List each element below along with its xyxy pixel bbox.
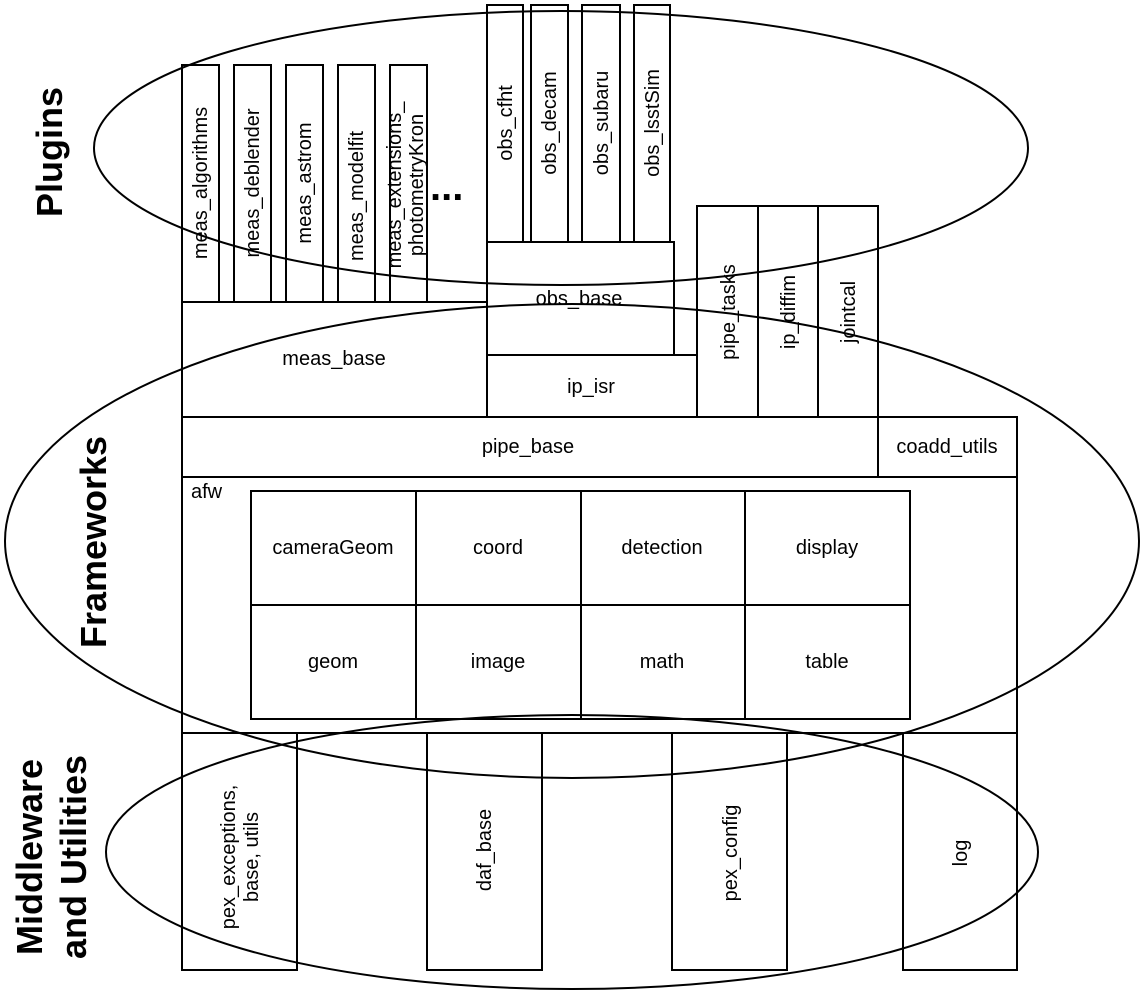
coadd-utils-label: coadd_utils: [896, 436, 997, 458]
obs-subaru-label: obs_subaru: [591, 71, 613, 176]
middleware-packages: pex_exceptions, base, utils daf_base pex…: [181, 732, 1018, 971]
meas-base-box: [181, 301, 488, 418]
display-label: display: [796, 537, 858, 559]
meas-astrom-label: meas_astrom: [294, 122, 316, 243]
plugins-ellipse: [93, 10, 1029, 286]
pipe-tasks-label: pipe_tasks: [718, 264, 740, 360]
obs-decam-box: [530, 4, 569, 243]
frameworks-title: Frameworks: [73, 436, 114, 648]
ip-diffim-label: ip_diffim: [778, 275, 800, 349]
afw-module-cell: [744, 604, 911, 720]
obs-base-box: [486, 241, 675, 356]
detection-label: detection: [621, 537, 702, 559]
meas-modelfit-label: meas_modelfit: [346, 131, 368, 262]
log-box: [902, 732, 1018, 971]
table-label: table: [805, 651, 848, 673]
afw-module-cell: [580, 604, 746, 720]
pipe-base-box: [181, 416, 879, 478]
meas-algorithms-box: [181, 64, 220, 303]
log-label: log: [950, 840, 972, 867]
daf-base-label: daf_base: [474, 809, 496, 891]
pex-exceptions-box: [181, 732, 298, 971]
obs-base-label: obs_base: [536, 288, 623, 310]
meas-algorithms-label: meas_algorithms: [190, 107, 212, 259]
afw-label: afw: [191, 481, 223, 503]
coadd-utils-box: [877, 416, 1018, 478]
pex-config-label: pex_config: [720, 805, 742, 902]
afw-module-cell: [415, 490, 582, 606]
more-plugins-ellipsis: ...: [430, 165, 463, 209]
afw-modules: cameraGeom coord detection display geom …: [250, 490, 911, 720]
pex-exceptions-label-2: base, utils: [241, 812, 263, 902]
ip-diffim-box: [757, 205, 819, 418]
meas-extensions-label-1: meas_extensions_: [384, 101, 406, 269]
pex-exceptions-label-1: pex_exceptions,: [218, 785, 240, 930]
afw-module-cell: [580, 490, 746, 606]
middleware-title-2: and Utilities: [53, 755, 94, 959]
afw-module-cell: [415, 604, 582, 720]
meas-extensions-label-2: photometryKron: [406, 114, 428, 256]
plugins-title: Plugins: [29, 87, 70, 217]
jointcal-label: jointcal: [838, 281, 860, 344]
obs-subaru-box: [581, 4, 621, 243]
ip-isr-label: ip_isr: [567, 376, 615, 398]
obs-plugins: obs_cfht obs_decam obs_subaru obs_lsstSi…: [486, 4, 671, 243]
frameworks-ellipse: [4, 303, 1140, 779]
meas-modelfit-box: [337, 64, 376, 303]
jointcal-box: [817, 205, 879, 418]
middleware-title-1: Middleware: [9, 759, 50, 955]
pipe-base-label: pipe_base: [482, 436, 574, 458]
middleware-ellipse: [105, 714, 1039, 990]
meas-base-label: meas_base: [282, 348, 385, 370]
obs-cfht-label: obs_cfht: [495, 85, 517, 161]
obs-lsstsim-label: obs_lsstSim: [642, 69, 664, 177]
geom-label: geom: [308, 651, 358, 673]
math-label: math: [640, 651, 684, 673]
obs-decam-label: obs_decam: [539, 71, 561, 174]
meas-deblender-label: meas_deblender: [242, 108, 264, 257]
coord-label: coord: [473, 537, 523, 559]
image-label: image: [471, 651, 525, 673]
camerageom-label: cameraGeom: [272, 537, 393, 559]
meas-extensions-box: [389, 64, 428, 303]
obs-lsstsim-box: [633, 4, 671, 243]
